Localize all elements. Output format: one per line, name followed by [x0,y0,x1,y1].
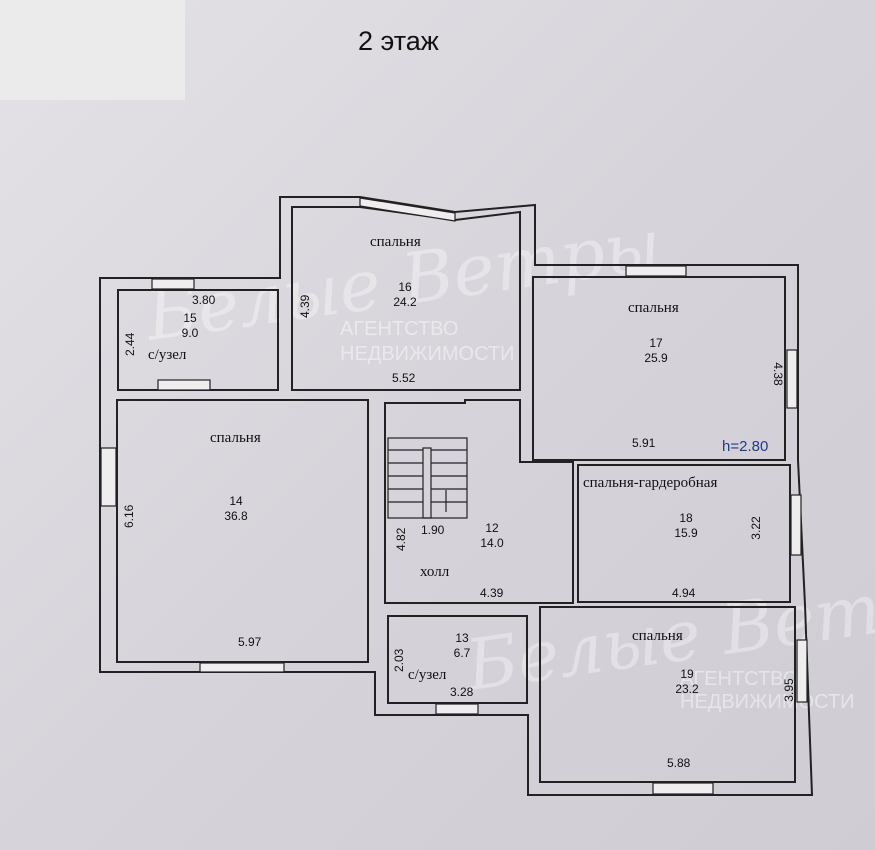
room-13-number: 13 [455,631,469,645]
staircase [387,437,468,519]
room-13-dim-height: 2.03 [392,648,406,672]
window [100,447,117,507]
corner-patch [0,0,185,100]
window [625,265,687,277]
room-12-dim-stair: 1.90 [421,523,445,537]
watermark-line1-2: АГЕНТСТВО [680,668,798,690]
room-16-outline [291,206,521,391]
room-14-number: 14 [229,494,243,508]
window [790,494,802,556]
room-17-name: спальня [628,300,679,316]
room-18-area: 15.9 [674,526,698,540]
shower-tray [157,379,211,391]
room-17-outline [532,276,786,461]
room-17-dim-width: 5.91 [632,436,656,450]
ceiling-height-label: h=2.80 [722,438,768,455]
room-15-area: 9.0 [182,326,199,340]
window [199,662,285,673]
room-19-number: 19 [680,667,694,681]
room-15-dim-height: 2.44 [123,332,137,356]
room-14-outline [116,399,369,663]
room-15-number: 15 [183,311,197,325]
window [435,703,479,715]
room-18-number: 18 [679,511,693,525]
room-19-name: спальня [632,628,683,644]
room-14-dim-height: 6.16 [122,504,136,528]
window [652,782,714,795]
room-18-dim-height: 3.22 [749,516,763,540]
room-12-dim-width: 4.39 [480,586,504,600]
watermark-line2-2: НЕДВИЖИМОСТИ [680,691,854,713]
floor-title: 2 этаж [358,26,439,56]
outer-wall [99,196,814,796]
room-17-number: 17 [649,336,663,350]
room-16-area: 24.2 [393,295,417,309]
room-13-name: с/узел [408,667,447,683]
room-14-dim-width: 5.97 [238,635,262,649]
room-15-dim-width: 3.80 [192,293,216,307]
room-12-number: 12 [485,521,499,535]
room-19-outline [539,606,796,783]
watermark-line2: НЕДВИЖИМОСТИ [340,343,514,365]
room-16-number: 16 [398,280,412,294]
room-19-dim-width: 5.88 [667,756,691,770]
room-15-name: с/узел [148,347,187,363]
window [796,639,808,703]
room-16-dim-height: 4.39 [298,294,312,318]
room-18-name: спальня-гардеробная [583,475,717,491]
room-14-name: спальня [210,430,261,446]
room-12-dim-height: 4.82 [394,527,408,551]
room-13-dim-width: 3.28 [450,685,474,699]
room-14-area: 36.8 [224,509,248,523]
room-13-area: 6.7 [454,646,471,660]
room-19-area: 23.2 [675,682,699,696]
room-12-outline [384,399,574,604]
room-19-dim-height: 3.95 [782,678,796,702]
room-13-outline [387,615,528,704]
room-16-name: спальня [370,234,421,250]
window [151,278,195,290]
window [786,349,798,409]
window [359,197,456,222]
room-18-dim-width: 4.94 [672,586,696,600]
room-12-name: холл [420,564,450,580]
room-17-area: 25.9 [644,351,668,365]
room-16-dim-width: 5.52 [392,371,416,385]
room-12-area: 14.0 [480,536,504,550]
watermark-line1: АГЕНТСТВО [340,318,458,340]
windows [100,197,808,795]
room-17-dim-height: 4.38 [771,362,785,386]
room-18-outline [577,464,791,603]
